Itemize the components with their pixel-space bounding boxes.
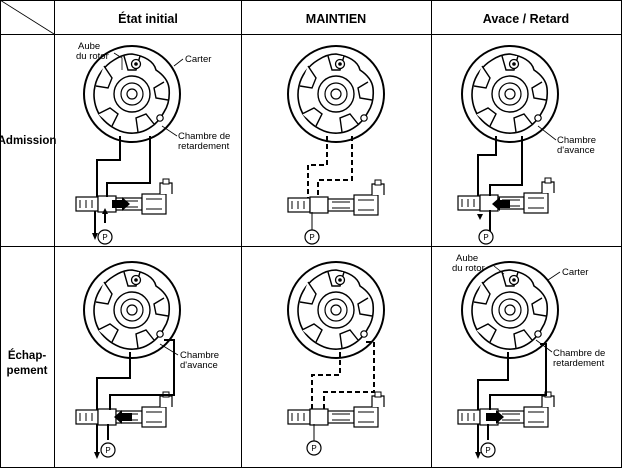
svg-text:P: P bbox=[483, 233, 488, 242]
label-advance-chamber-alt-2: d'avance bbox=[557, 145, 595, 156]
label-housing-alt: Carter bbox=[562, 267, 588, 278]
leader-retard-chamber-alt bbox=[535, 339, 553, 353]
label-advance-chamber-1: Chambre bbox=[180, 350, 219, 361]
valve-intake-hold bbox=[287, 179, 385, 216]
oil-lines-exhaust-retard bbox=[477, 343, 547, 455]
leader-vane bbox=[113, 52, 123, 70]
label-advance-chamber-2: d'avance bbox=[180, 360, 218, 371]
label-retard-chamber-alt-2: retardement bbox=[553, 358, 605, 369]
svg-text:P: P bbox=[102, 233, 107, 242]
phaser-intake-hold bbox=[287, 45, 385, 143]
arrow-down-intake-initial bbox=[92, 233, 98, 240]
row-label-exhaust-1: Échap- bbox=[8, 349, 47, 362]
valve-exhaust-initial bbox=[75, 391, 173, 428]
arrow-up-intake-initial bbox=[102, 208, 108, 214]
label-retard-chamber-1: Chambre de bbox=[178, 131, 230, 142]
label-rotor-vane-1: Aube bbox=[78, 41, 100, 52]
arrow-down-exhaust-retard bbox=[475, 452, 481, 459]
arrow-down-exhaust-initial bbox=[94, 452, 100, 459]
label-housing: Carter bbox=[185, 54, 211, 65]
label-advance-chamber-alt-1: Chambre bbox=[557, 135, 596, 146]
arrow-spool-exhaust-retard bbox=[486, 410, 504, 424]
svg-text:P: P bbox=[105, 446, 110, 455]
valve-exhaust-retard bbox=[457, 391, 555, 428]
label-retard-chamber-alt-1: Chambre de bbox=[553, 348, 605, 359]
valve-exhaust-hold bbox=[287, 391, 385, 428]
header-hold: MAINTIEN bbox=[306, 12, 366, 26]
arrow-spool-intake-advance bbox=[492, 197, 510, 211]
pump-exhaust-retard: P bbox=[480, 442, 496, 458]
oil-lines-exhaust-hold bbox=[311, 341, 375, 410]
svg-text:P: P bbox=[485, 446, 490, 455]
header-advance-retard: Avace / Retard bbox=[483, 12, 569, 26]
phaser-exhaust-initial bbox=[83, 261, 181, 359]
oil-lines-intake-advance bbox=[477, 136, 523, 232]
leader-housing-alt bbox=[547, 271, 561, 281]
phaser-intake-advance bbox=[461, 45, 559, 143]
leader-vane-alt bbox=[493, 265, 505, 275]
oil-lines-exhaust-initial bbox=[96, 339, 175, 455]
header-initial-state: État initial bbox=[118, 11, 178, 26]
pump-exhaust-initial: P bbox=[100, 442, 116, 458]
svg-text:P: P bbox=[311, 444, 316, 453]
pump-intake-advance: P bbox=[478, 229, 494, 245]
label-rotor-vane-alt-2: du rotor bbox=[452, 263, 485, 274]
label-rotor-vane-2: du rotor bbox=[76, 51, 109, 62]
label-retard-chamber-2: retardement bbox=[178, 141, 230, 152]
label-rotor-vane-alt-1: Aube bbox=[456, 253, 478, 264]
leader-advance-chamber bbox=[159, 343, 179, 356]
oil-lines-intake-initial bbox=[94, 136, 151, 236]
svg-text:P: P bbox=[309, 233, 314, 242]
pump-intake-initial: P bbox=[97, 229, 113, 245]
row-label-exhaust-2: pement bbox=[7, 365, 48, 377]
row-label-intake: Admission bbox=[0, 135, 56, 147]
arrow-down-intake-advance bbox=[477, 214, 483, 220]
leader-retard-chamber bbox=[161, 125, 178, 137]
pump-exhaust-hold: P bbox=[306, 424, 322, 456]
oil-lines-intake-hold bbox=[307, 136, 353, 198]
arrow-spool-exhaust-initial bbox=[114, 410, 132, 424]
arrow-spool-intake-initial bbox=[112, 197, 130, 211]
phaser-exhaust-hold bbox=[287, 261, 385, 359]
leader-advance-chamber-alt bbox=[537, 125, 557, 141]
leader-housing bbox=[173, 58, 184, 67]
pump-intake-hold: P bbox=[304, 212, 320, 245]
